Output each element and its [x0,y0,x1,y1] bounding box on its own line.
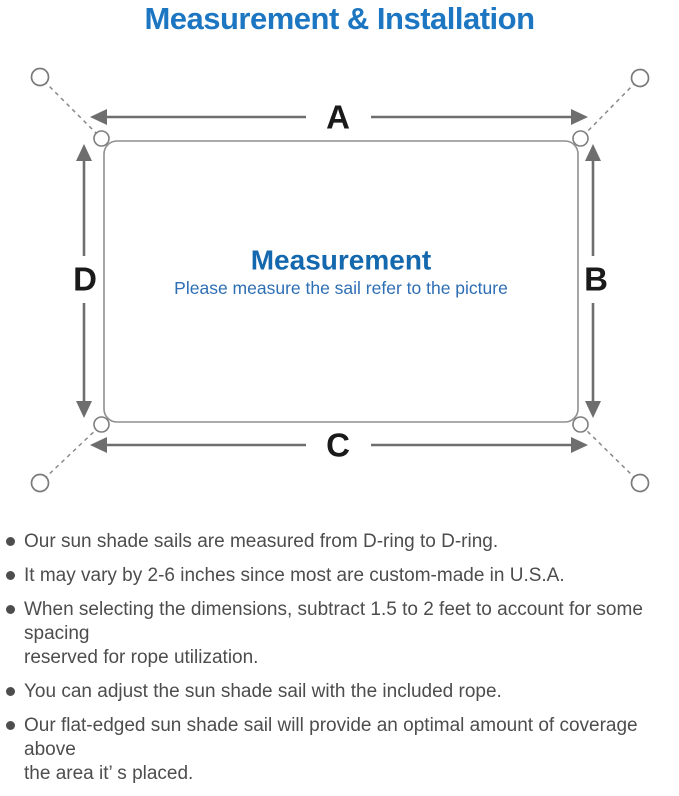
note-text: Our sun shade sails are measured from D-… [24,531,499,552]
list-item: It may vary by 2-6 inches since most are… [6,564,673,588]
arrow-b-heads [585,144,601,418]
list-item: You can adjust the sun shade sail with t… [6,680,673,704]
anchor-dashed-lines [43,80,637,480]
bullet-icon [6,721,15,730]
measurement-diagram: A B C D Measurement Please measure the s… [30,67,650,493]
list-item: Our flat-edged sun shade sail will provi… [6,714,673,786]
bullet-icon [6,571,15,580]
note-text: It may vary by 2-6 inches since most are… [24,565,565,586]
dimension-label-d: D [73,261,97,298]
dimension-label-b: B [584,261,608,298]
bullet-icon [6,687,15,696]
diagram-center-subtitle: Please measure the sail refer to the pic… [174,278,508,298]
bullet-icon [6,537,15,546]
note-text: You can adjust the sun shade sail with t… [24,681,502,702]
arrow-a-heads [90,109,588,125]
page-title: Measurement & Installation [144,1,535,36]
dimension-label-a: A [326,99,350,136]
list-item: Our sun shade sails are measured from D-… [6,530,673,554]
arrow-d-heads [76,144,92,418]
bullet-icon [6,605,15,614]
note-text: When selecting the dimensions, subtract … [24,599,643,668]
note-text: Our flat-edged sun shade sail will provi… [24,715,638,784]
sail-outline [103,140,579,423]
anchor-ring-icon [30,67,650,493]
diagram-center-heading: Measurement [251,245,432,276]
dimension-label-c: C [326,427,350,464]
d-ring-icon [93,130,589,433]
notes-list: Our sun shade sails are measured from D-… [6,530,673,796]
arrow-c-heads [90,437,588,453]
list-item: When selecting the dimensions, subtract … [6,598,673,670]
